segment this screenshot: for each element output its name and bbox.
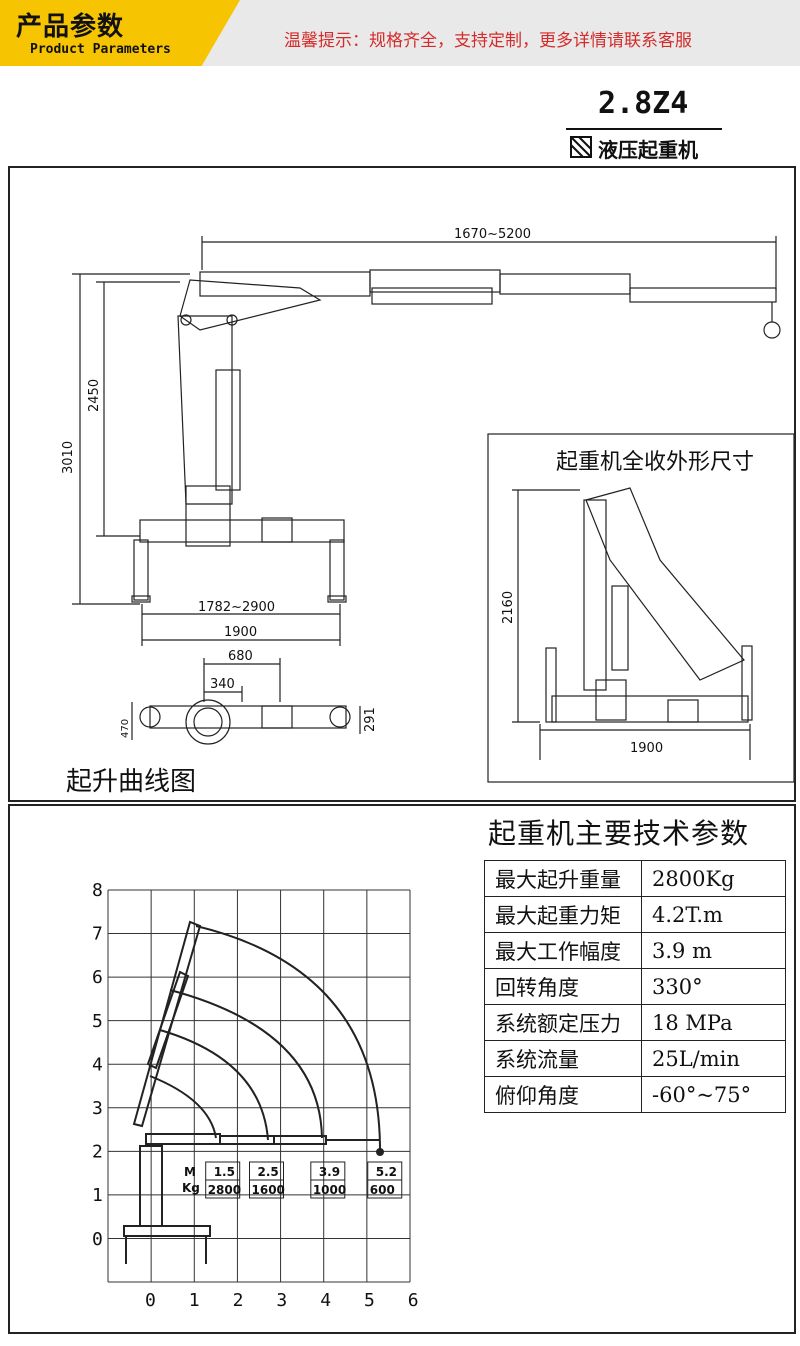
spec-value: -60°~75° (641, 1076, 786, 1113)
folded-caption: 起重机全收外形尺寸 (556, 450, 755, 475)
load-radius: 1.5 (214, 1165, 235, 1179)
spec-key: 系统流量 (484, 1040, 642, 1077)
spec-row: 俯仰角度-60°~75° (484, 1076, 786, 1113)
header-bar: 产品参数 Product Parameters 温馨提示：规格齐全，支持定制，更… (0, 0, 800, 66)
drawing-frame (8, 166, 796, 802)
spec-value: 2800Kg (641, 860, 786, 897)
boom-height-label: 2450 (87, 379, 102, 412)
spec-value: 330° (641, 968, 786, 1005)
spec-value: 25L/min (641, 1040, 786, 1077)
load-weight: 1600 (252, 1183, 285, 1197)
y-tick-label: 6 (92, 967, 103, 988)
outrigger-span-label: 1782~2900 (198, 600, 275, 615)
load-radius: 2.5 (258, 1165, 279, 1179)
reach-dimension-label: 1670~5200 (454, 227, 531, 242)
y-tick-label: 4 (92, 1054, 103, 1075)
y-tick-label: 5 (92, 1011, 103, 1032)
y-tick-label: 3 (92, 1098, 103, 1119)
load-radius: 5.2 (376, 1165, 397, 1179)
x-tick-label: 5 (364, 1290, 375, 1311)
spec-key: 最大起升重量 (484, 860, 642, 897)
top-view-470-label: 470 (120, 719, 131, 738)
x-tick-label: 1 (189, 1290, 200, 1311)
model-name: 液压起重机 (598, 138, 698, 162)
spec-key: 系统额定压力 (484, 1004, 642, 1041)
spec-value: 3.9 m (641, 932, 786, 969)
spec-key: 回转角度 (484, 968, 642, 1005)
y-tick-label: 0 (92, 1229, 103, 1250)
top-view-680-label: 680 (228, 649, 253, 664)
load-radius: 3.9 (319, 1165, 340, 1179)
load-weight: 2800 (208, 1183, 241, 1197)
top-view-291-label: 291 (363, 707, 378, 732)
y-tick-label: 1 (92, 1185, 103, 1206)
y-tick-label: 8 (92, 880, 103, 901)
x-tick-label: 3 (276, 1290, 287, 1311)
load-weight: 600 (370, 1183, 395, 1197)
top-view-340-label: 340 (210, 677, 235, 692)
crane-side-view: 1670~5200 3010 2450 1782~2900 1900 680 3… (61, 227, 795, 783)
model-divider (566, 128, 722, 130)
lower-frame (8, 804, 796, 1334)
y-tick-label: 2 (92, 1142, 103, 1163)
y-tick-label: 7 (92, 924, 103, 945)
model-code: 2.8Z4 (598, 86, 689, 121)
x-tick-label: 2 (233, 1290, 244, 1311)
spec-value: 18 MPa (641, 1004, 786, 1041)
load-m-label: M (184, 1165, 196, 1179)
lift-curve-caption: 起升曲线图 (66, 767, 197, 797)
section-hatch-icon (570, 136, 592, 158)
section-subtitle: Product Parameters (30, 42, 171, 57)
spec-key: 俯仰角度 (484, 1076, 642, 1113)
base-width-label: 1900 (224, 625, 257, 640)
section-title: 产品参数 (16, 12, 125, 42)
load-weight: 1000 (313, 1183, 346, 1197)
spec-key: 最大工作幅度 (484, 932, 642, 969)
total-height-label: 3010 (61, 441, 76, 474)
x-tick-label: 4 (320, 1290, 331, 1311)
load-kg-label: Kg (182, 1181, 200, 1195)
folded-width-label: 1900 (630, 741, 663, 756)
notice-text: 温馨提示：规格齐全，支持定制，更多详情请联系客服 (284, 31, 692, 51)
folded-height-label: 2160 (501, 591, 516, 624)
spec-value: 4.2T.m (641, 896, 786, 933)
spec-key: 最大起重力矩 (484, 896, 642, 933)
x-tick-label: 0 (145, 1290, 156, 1311)
x-tick-label: 6 (408, 1290, 419, 1311)
spec-title: 起重机主要技术参数 (488, 817, 750, 850)
header-title-tab (0, 0, 240, 66)
